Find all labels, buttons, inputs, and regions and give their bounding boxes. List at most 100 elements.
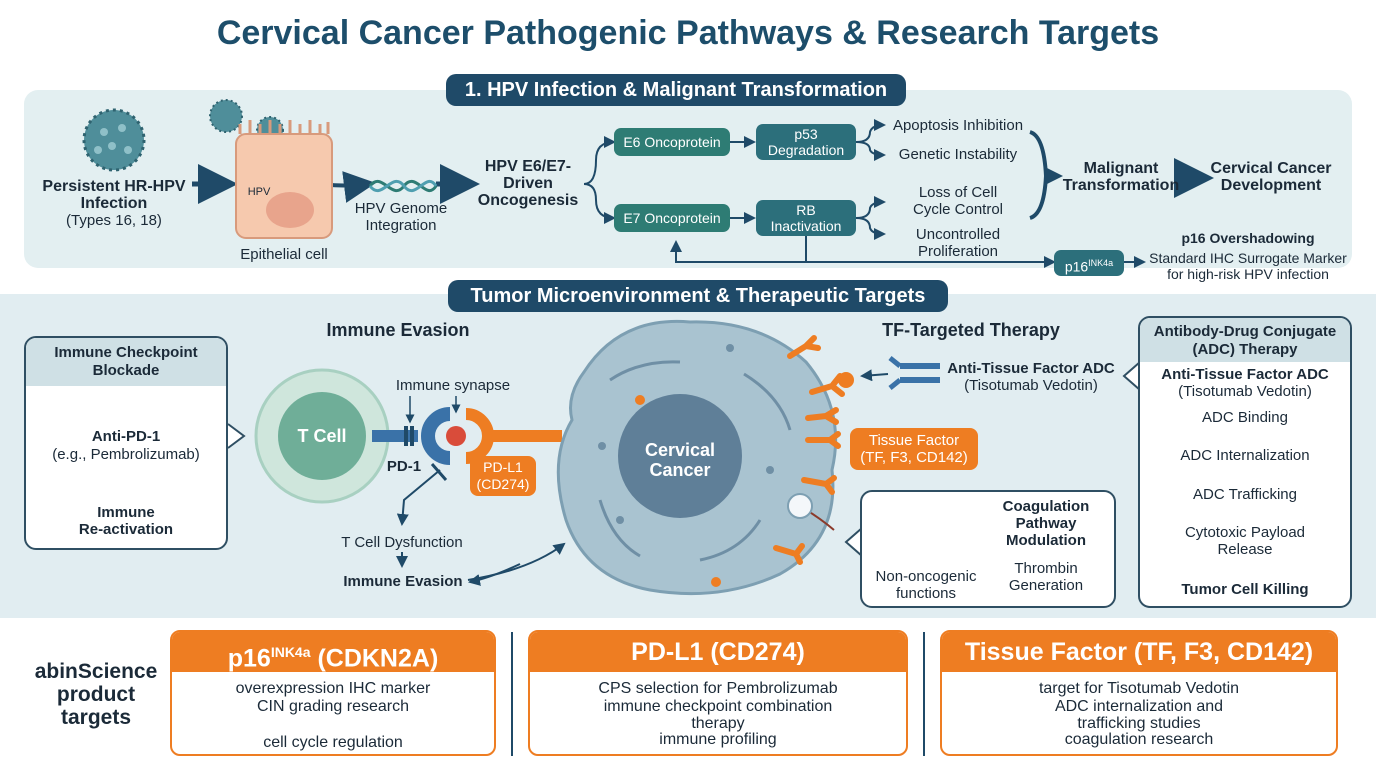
checkpoint-head-line2: Blockade [92, 362, 160, 379]
hpv-label: HPV [247, 186, 271, 198]
oncogenesis-line1: HPV E6/E7- [484, 158, 572, 175]
genome-line1: HPV Genome [354, 200, 448, 217]
cancer-line1: Cervical [644, 440, 716, 460]
apoptosis-label: Apoptosis Inhibition [892, 117, 1024, 134]
development-line1: Cervical Cancer [1210, 160, 1332, 177]
section1-header: 1. HPV Infection & Malignant Transformat… [446, 74, 906, 106]
rb-line1: RB [796, 202, 816, 218]
immune-evasion-title: Immune Evasion [326, 320, 470, 340]
hpv-types-label: (Types 16, 18) [66, 212, 162, 229]
checkpoint-blockade-card: Immune Checkpoint Blockade [24, 336, 228, 550]
persistent-infection-label: Persistent HR-HPV Infection [30, 178, 198, 212]
adc-card-head: Antibody-Drug Conjugate (ADC) Therapy [1140, 318, 1350, 362]
p16-card-title: p16INK4a (CDKN2A) [172, 632, 494, 672]
product-card-p16: p16INK4a (CDKN2A) overexpression IHC mar… [170, 630, 496, 756]
tf-card-title: Tissue Factor (TF, F3, CD142) [942, 632, 1336, 672]
adc-name-label: Anti-Tissue Factor ADC (Tisotumab Vedoti… [1140, 366, 1350, 400]
genetic-instability-label: Genetic Instability [898, 146, 1018, 163]
p16-box-sup: INK4a [1088, 258, 1114, 268]
genome-integration-label: HPV Genome Integration [344, 200, 458, 234]
loss-line1: Loss of Cell [918, 184, 998, 201]
development-line2: Development [1220, 177, 1322, 194]
epithelial-cell-label: Epithelial cell [240, 246, 328, 263]
rb-inactivation-box: RB Inactivation [756, 200, 856, 236]
malignant-line2: Transformation [1062, 177, 1180, 194]
payload-line2: Release [1217, 541, 1273, 558]
adc-step-payload: Cytotoxic Payload Release [1140, 524, 1350, 558]
oncogenesis-label: HPV E6/E7- Driven Oncogenesis [470, 158, 586, 209]
tf-line-3: trafficking studies [1077, 715, 1201, 732]
tf-line-2: ADC internalization and [1054, 698, 1224, 715]
pdl1-box: PD-L1 (CD274) [470, 456, 536, 496]
pembrolizumab-label: (e.g., Pembrolizumab) [52, 446, 200, 463]
loss-line2: Cycle Control [912, 201, 1004, 218]
non-oncogenic-card [860, 490, 1116, 608]
pdl1-line-3: therapy [691, 715, 745, 732]
pdl1-line2: (CD274) [476, 476, 530, 492]
immune-synapse-label: Immune synapse [395, 377, 511, 394]
tumor-cell-killing-label: Tumor Cell Killing [1181, 581, 1309, 598]
adc-name-line1: Anti-Tissue Factor ADC [1161, 366, 1329, 383]
adc-step-internalization: ADC Internalization [1180, 447, 1310, 464]
pdl1-line-2: immune checkpoint combination [603, 698, 833, 715]
tissue-factor-box: Tissue Factor (TF, F3, CD142) [850, 428, 978, 470]
rb-line2: Inactivation [770, 218, 842, 234]
pdl1-card-title: PD-L1 (CD274) [530, 632, 906, 672]
cancer-cell-icon [556, 319, 838, 596]
checkpoint-card-head: Immune Checkpoint Blockade [26, 338, 226, 386]
epithelial-cell-icon [235, 120, 333, 239]
immune-evasion-label: Immune Evasion [343, 573, 463, 590]
nononco-line1: Non-oncogenic [875, 568, 977, 585]
t-cell-label: T Cell [297, 426, 347, 446]
p16-line-1: overexpression IHC marker [235, 680, 431, 697]
p16-title-sup: INK4a [270, 644, 311, 660]
reactivation-line2: Re-activation [78, 521, 174, 538]
adc-name-line2: (Tisotumab Vedotin) [1178, 383, 1312, 400]
adc-drug-icon [888, 356, 940, 390]
anti-pd1-label: Anti-PD-1 [91, 428, 161, 445]
genome-line2: Integration [365, 217, 437, 234]
page-title: Cervical Cancer Pathogenic Pathways & Re… [216, 14, 1160, 52]
pdl1-line-1: CPS selection for Pembrolizumab [598, 680, 838, 697]
p16-marker-box: p16INK4a [1054, 250, 1124, 276]
anti-tf-line2: (Tisotumab Vedotin) [964, 377, 1098, 394]
loss-cell-cycle-label: Loss of Cell Cycle Control [886, 184, 1030, 218]
product-targets-label: abinScience product targets [24, 660, 168, 729]
coag-line1: Coagulation [1002, 498, 1090, 515]
adc-step-binding: ADC Binding [1202, 409, 1288, 426]
p16-box-text: p16 [1064, 258, 1089, 275]
immune-reactivation-label: Immune Re-activation [24, 504, 228, 538]
persistent-line1: Persistent HR-HPV [42, 178, 186, 195]
section2-header: Tumor Microenvironment & Therapeutic Tar… [448, 280, 948, 312]
p53-degradation-box: p53 Degradation [756, 124, 856, 160]
malignant-line1: Malignant [1083, 160, 1159, 177]
thrombin-line1: Thrombin [1014, 560, 1078, 577]
nononco-line2: functions [895, 585, 957, 602]
p16-overshadowing-title: p16 Overshadowing [1181, 230, 1315, 246]
tissue-factor-line2: (TF, F3, CD142) [860, 449, 968, 466]
oncogenesis-line2: Driven [503, 175, 553, 192]
malignant-transformation-label: Malignant Transformation [1062, 160, 1180, 194]
p16-line-3: cell cycle regulation [263, 734, 403, 751]
p16-surrogate-text: Standard IHC Surrogate Marker for high-r… [1144, 250, 1352, 282]
immune-synapse-icon [372, 407, 562, 465]
uncontrolled-line1: Uncontrolled [915, 226, 1001, 243]
p16-title-main: p16 [227, 644, 271, 673]
adc-head-line1: Antibody-Drug Conjugate [1153, 323, 1337, 340]
anti-tf-line1: Anti-Tissue Factor ADC [947, 360, 1115, 377]
product-card-pdl1: PD-L1 (CD274) CPS selection for Pembroli… [528, 630, 908, 756]
product-card-tissue-factor: Tissue Factor (TF, F3, CD142) target for… [940, 630, 1338, 756]
adc-step-trafficking: ADC Trafficking [1193, 486, 1297, 503]
cervical-cancer-label: Cervical Cancer [622, 440, 738, 480]
thrombin-line2: Generation [1008, 577, 1084, 594]
pdl1-line1: PD-L1 [483, 459, 523, 475]
thrombin-label: Thrombin Generation [996, 560, 1096, 594]
payload-line1: Cytotoxic Payload [1184, 524, 1306, 541]
coag-line2: Pathway [1015, 515, 1077, 532]
tissue-factor-line1: Tissue Factor [868, 432, 960, 449]
non-oncogenic-label: Non-oncogenic functions [868, 568, 984, 602]
pd1-label: PD-1 [386, 458, 422, 475]
e6-oncoprotein-box: E6 Oncoprotein [614, 128, 730, 156]
tf-line-1: target for Tisotumab Vedotin [1038, 680, 1240, 697]
p16-line2: for high-risk HPV infection [1167, 266, 1329, 282]
